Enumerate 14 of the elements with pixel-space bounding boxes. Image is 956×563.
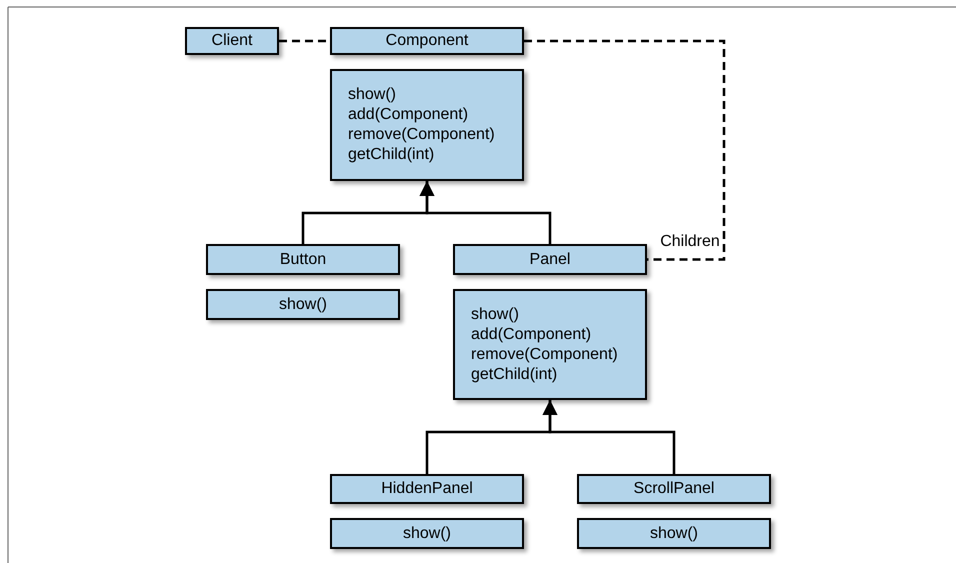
method-list-box: show() add(Component) remove(Component) getChild(int) (453, 289, 647, 400)
method-list-box: show() add(Component) remove(Component) getChild(int) (330, 69, 524, 181)
class-name-box: show() (330, 518, 524, 549)
class-name-box: Component (330, 27, 524, 55)
class-name-box: show() (206, 289, 400, 320)
inheritance-arrow (542, 400, 676, 474)
class-name-box: Client (185, 27, 279, 55)
class-name-box: show() (577, 518, 771, 549)
class-name-box: HiddenPanel (330, 474, 524, 504)
association-line (524, 40, 726, 261)
inheritance-arrow (420, 181, 552, 244)
class-name-box: Panel (453, 244, 647, 275)
class-name-box: ScrollPanel (577, 474, 771, 504)
class-name-box: Button (206, 244, 400, 275)
